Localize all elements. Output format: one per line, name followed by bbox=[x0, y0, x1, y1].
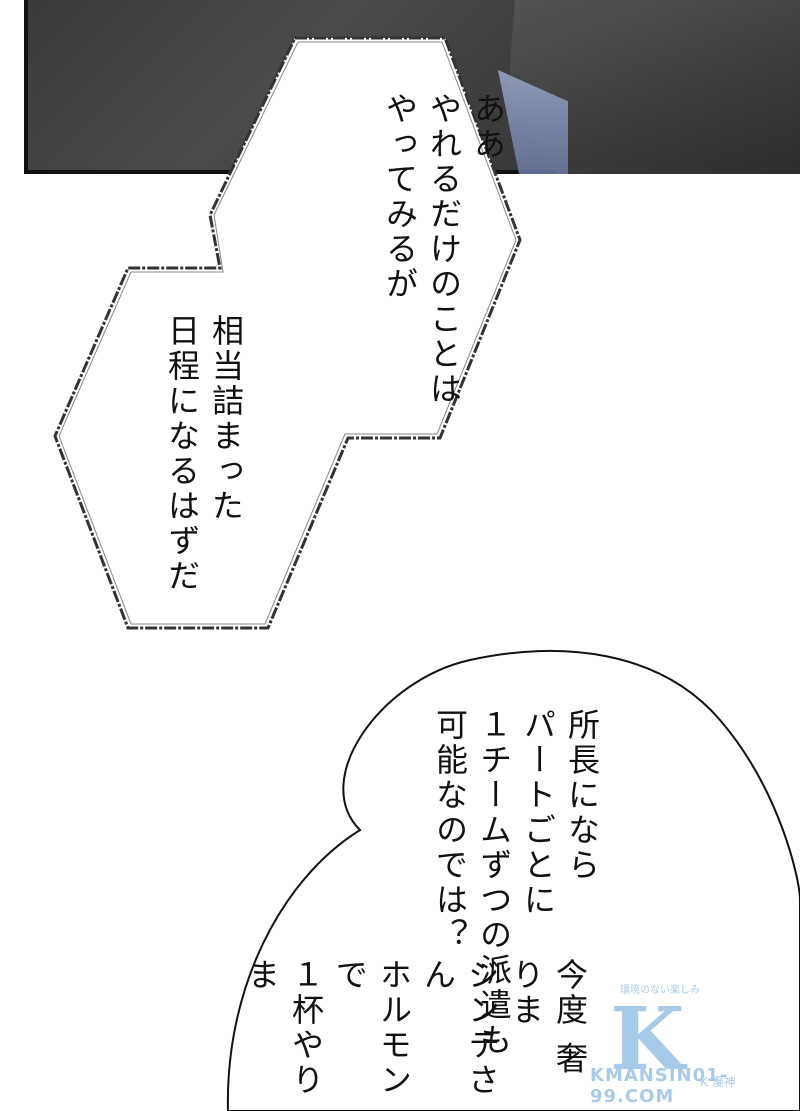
bubble1-line4: 相当詰まった bbox=[207, 314, 245, 524]
watermark-tagline: 環境のない楽しみ bbox=[620, 985, 700, 996]
bubble1-line1: ああ bbox=[469, 92, 507, 162]
bubble1-line5: 日程になるはずだ bbox=[163, 314, 201, 594]
watermark-url: KMANSIN01-99.COM bbox=[590, 1065, 729, 1107]
bubble2-line1: 所長になら bbox=[563, 708, 601, 883]
bubble3-line4: １杯やりま bbox=[243, 958, 325, 1098]
speech-bubble-round bbox=[226, 649, 800, 1111]
thought-bubble-hex-inner bbox=[58, 41, 517, 625]
site-watermark: 環境のない楽しみ K K 漫神 KMANSIN01-99.COM bbox=[590, 981, 800, 1111]
bubble2-line3: １チームずつの派遣も bbox=[475, 708, 513, 1058]
bubble2-text: 所長になら パートごとに １チームずつの派遣も 可能なのでは？ bbox=[428, 708, 604, 1058]
watermark-brand: K 漫神 bbox=[700, 1075, 736, 1089]
bubble1-text-left: 相当詰まった 日程になるはずだ bbox=[160, 314, 248, 594]
bubble3-line1: 今度 奢りま bbox=[507, 958, 589, 1077]
bubble2-line4: 可能なのでは？ bbox=[431, 708, 469, 953]
bubble3-line2: ジンテさん bbox=[419, 958, 501, 1098]
bubble3-text: 今度 奢りま ジンテさん ホルモンで １杯やりま bbox=[240, 958, 592, 1111]
bubble1-text-right: ああ やれるだけのことは やってみるが bbox=[378, 92, 510, 407]
watermark-logo-letter: K bbox=[610, 989, 685, 1090]
bubble1-line2: やれるだけのことは bbox=[425, 92, 463, 407]
bubble1-line3: やってみるが bbox=[381, 92, 419, 302]
thought-bubble-hex bbox=[53, 36, 522, 630]
bubble3-line3: ホルモンで bbox=[331, 958, 413, 1098]
bubble2-line2: パートごとに bbox=[519, 708, 557, 918]
